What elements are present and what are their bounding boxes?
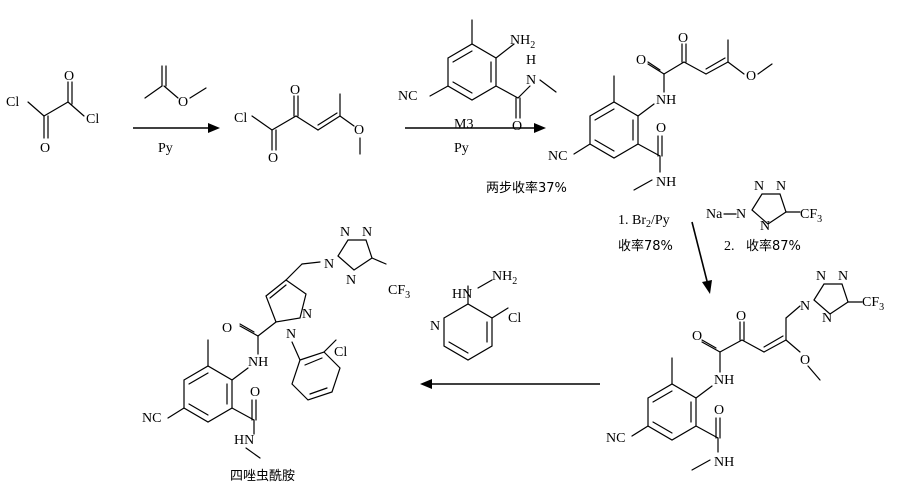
step2-reagent-label: M3 xyxy=(454,117,473,132)
atom-o: O xyxy=(636,53,646,68)
atom-nc: NC xyxy=(398,89,417,104)
cf3-group: CF3 xyxy=(388,283,410,301)
atom-nc: NC xyxy=(142,411,161,426)
atom-nh: NH xyxy=(714,455,734,470)
atom-o: O xyxy=(250,385,260,400)
atom-cl: Cl xyxy=(334,345,347,360)
atom-o: O xyxy=(222,321,232,336)
reaction-arrow-3: 1. Br2/Py 收率78% Na N N N N CF3 2. 收率87% xyxy=(618,179,822,294)
atom-o: O xyxy=(268,151,278,166)
atom-nh: NH xyxy=(248,355,268,370)
tetrazole-yield: 收率87% xyxy=(746,238,801,254)
atom-o: O xyxy=(800,353,810,368)
atom-o: O xyxy=(692,329,702,344)
atom-o: O xyxy=(678,31,688,46)
product-name: 四唑虫酰胺 xyxy=(230,468,295,484)
atom-o: O xyxy=(656,121,666,136)
reaction-arrow-1: O Py xyxy=(133,65,220,156)
acid-chloride-intermediate: Cl O O O xyxy=(234,83,364,166)
atom-nh: NH xyxy=(714,373,734,388)
atom-o: O xyxy=(736,309,746,324)
two-step-yield: 两步收率37% xyxy=(486,180,567,196)
atom-nc: NC xyxy=(548,149,567,164)
step1-conditions: Py xyxy=(158,141,173,156)
pyridine-amine: NH2 xyxy=(492,269,517,287)
atom-o: O xyxy=(512,119,522,134)
atom-n: N xyxy=(736,207,746,222)
atom-n: N xyxy=(346,273,356,288)
tetrazole-intermediate: NH O O N N N N CF3 O O NH NC xyxy=(606,269,884,471)
atom-na: Na xyxy=(706,207,723,222)
reaction-arrow-2: NH2 O H N NC M3 Py xyxy=(398,19,557,156)
m3-amine: NH2 xyxy=(510,33,535,51)
atom-o: O xyxy=(746,69,756,84)
atom-n: N xyxy=(800,299,810,314)
atom-o: O xyxy=(40,141,50,156)
atom-cl: Cl xyxy=(86,112,99,127)
atom-n: N xyxy=(430,319,440,334)
cf3-group: CF3 xyxy=(800,207,822,225)
atom-n: N xyxy=(362,225,372,240)
bromination-yield: 收率78% xyxy=(618,238,673,254)
reaction-arrow-4: HN NH2 Cl N xyxy=(420,269,600,389)
atom-n: N xyxy=(324,257,334,272)
atom-cl: Cl xyxy=(508,311,521,326)
atom-nh: NH xyxy=(656,175,676,190)
atom-nc: NC xyxy=(606,431,625,446)
step3-tetrazole: 2. xyxy=(724,239,735,254)
atom-n: N xyxy=(838,269,848,284)
atom-n: N xyxy=(816,269,826,284)
atom-nh: NH xyxy=(656,93,676,108)
oxalyl-chloride: Cl Cl O O xyxy=(6,69,99,156)
atom-n: N xyxy=(302,307,312,322)
atom-n: N xyxy=(822,311,832,326)
atom-o: O xyxy=(714,403,724,418)
atom-o: O xyxy=(178,95,188,110)
atom-hn: HN xyxy=(452,287,472,302)
atom-o: O xyxy=(64,69,74,84)
atom-n: N xyxy=(760,219,770,234)
atom-n: N xyxy=(776,179,786,194)
step2-conditions: Py xyxy=(454,141,469,156)
atom-hn: HN xyxy=(234,433,254,448)
atom-n: N xyxy=(340,225,350,240)
atom-n: N xyxy=(526,73,536,88)
amide-intermediate: NH O O O O NH NC 两步收率37% xyxy=(486,31,773,196)
atom-n: N xyxy=(754,179,764,194)
atom-o: O xyxy=(354,123,364,138)
atom-cl: Cl xyxy=(234,111,247,126)
atom-o: O xyxy=(290,83,300,98)
atom-cl: Cl xyxy=(6,95,19,110)
step3-bromination: 1. Br2/Py xyxy=(618,213,670,230)
atom-h: H xyxy=(526,53,536,68)
cf3-group: CF3 xyxy=(862,295,884,313)
final-product: NH O N N N N N N CF3 Cl O HN NC 四 xyxy=(142,225,410,484)
atom-n: N xyxy=(286,327,296,342)
